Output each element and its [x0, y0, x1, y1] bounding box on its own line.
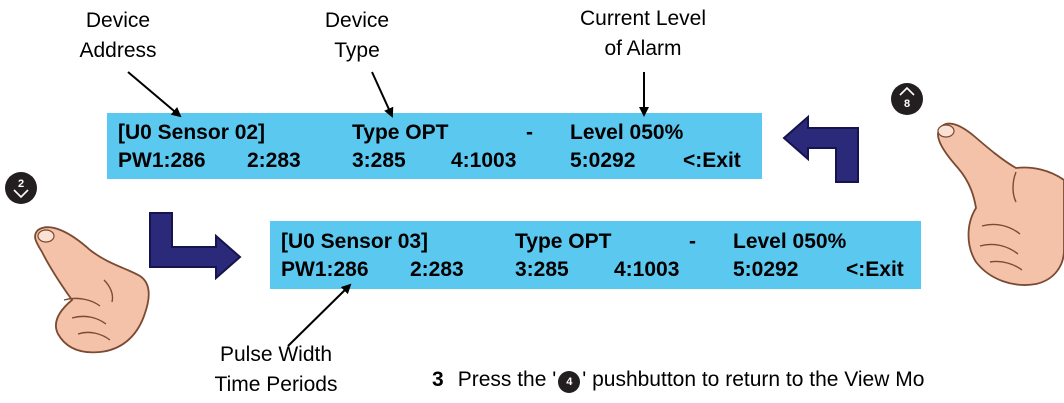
device-type: Type OPT	[352, 121, 449, 144]
callout-line: Type	[334, 39, 380, 62]
lcd-display-sensor-03: [U0 Sensor 03] Type OPT - Level 050% PW1…	[270, 221, 921, 289]
callout-line: Pulse Width	[219, 343, 333, 366]
callout-line: Current Level	[579, 7, 707, 30]
callout-line: of Alarm	[604, 37, 682, 60]
instruction-step: 3 Press the '4' pushbutton to return to t…	[432, 368, 924, 393]
pulse-width-1: PW1:286	[118, 149, 206, 172]
exit-hint: <:Exit	[846, 258, 904, 281]
alarm-level: Level 050%	[733, 230, 847, 253]
callout-line: Device	[85, 9, 151, 32]
device-address-callout: Device Address	[58, 6, 178, 66]
pulse-width-1: PW1:286	[281, 258, 369, 281]
device-type-pointer	[371, 71, 394, 118]
pulse-width-2: 2:283	[410, 258, 464, 281]
pulse-width-5: 5:0292	[733, 258, 799, 281]
back-arrow-icon	[782, 114, 859, 183]
current-level-callout: Current Level of Alarm	[558, 4, 728, 64]
up-key-label: 8	[904, 98, 910, 110]
up-key-icon: 8	[891, 83, 923, 115]
pointing-hand-icon	[34, 226, 150, 354]
sensor-address: [U0 Sensor 02]	[118, 121, 266, 144]
step-number: 3	[432, 368, 444, 391]
pulse-width-4: 4:1003	[614, 258, 680, 281]
step-text-after: ' pushbutton to return to the View Mo	[582, 368, 925, 391]
pulse-width-callout: Pulse Width Time Periods	[196, 340, 356, 400]
down-key-icon: 2	[5, 172, 37, 204]
exit-hint: <:Exit	[683, 149, 741, 172]
device-type: Type OPT	[515, 230, 612, 253]
pulse-width-pointer	[287, 283, 352, 347]
pulse-width-3: 3:285	[352, 149, 406, 172]
pulse-width-3: 3:285	[515, 258, 569, 281]
callout-line: Time Periods	[214, 373, 338, 396]
callout-line: Device	[324, 9, 390, 32]
left-key-icon: 4	[558, 371, 581, 393]
pulse-width-5: 5:0292	[570, 149, 636, 172]
down-key-label: 2	[18, 178, 24, 190]
step-text-before: Press the '	[457, 368, 557, 391]
callout-line: Address	[79, 39, 157, 62]
sensor-address: [U0 Sensor 03]	[281, 230, 429, 253]
pointing-hand-icon	[937, 122, 1064, 286]
pulse-width-4: 4:1003	[451, 149, 517, 172]
separator-dash: -	[689, 230, 696, 253]
device-address-pointer	[127, 71, 182, 118]
device-type-callout: Device Type	[312, 6, 402, 66]
pulse-width-2: 2:283	[247, 149, 301, 172]
separator-dash: -	[526, 121, 533, 144]
next-arrow-icon	[149, 212, 242, 281]
lcd-display-sensor-02: [U0 Sensor 02] Type OPT - Level 050% PW1…	[107, 113, 762, 179]
alarm-level: Level 050%	[570, 121, 684, 144]
